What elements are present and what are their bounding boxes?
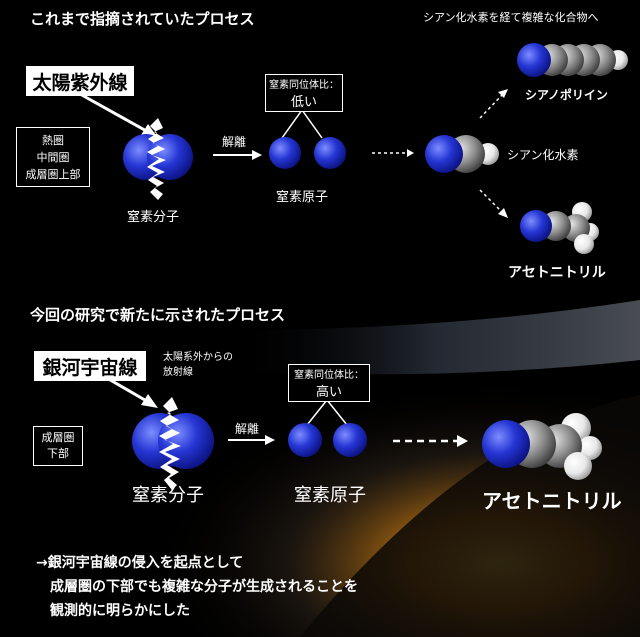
- product-acetonitrile-bottom: アセトニトリル: [482, 489, 622, 513]
- isotope-box-top: 窒素同位体比： 低い: [265, 74, 343, 112]
- top-heading: これまで指摘されていたプロセス: [30, 10, 255, 28]
- hcn-molecule: [425, 135, 499, 173]
- n-atom-top-2: [314, 137, 346, 169]
- via-text: シアン化水素を経て複雑な化合物へ: [423, 11, 599, 24]
- n2-molecule-top: [123, 118, 193, 200]
- uv-arrow: [79, 92, 151, 135]
- gcr-note: 太陽系外からの 放射線: [163, 352, 233, 378]
- n2-molecule-bottom: [132, 397, 214, 490]
- bottom-heading: 今回の研究で新たに示されたプロセス: [30, 306, 286, 324]
- dissociation-label-top: 解離: [222, 135, 247, 149]
- molecule-label-top: 窒素分子: [127, 210, 180, 225]
- conclusion-text: →銀河宇宙線の侵入を起点として 成層圏の下部でも複雑な分子が生成されることを 観…: [36, 555, 358, 619]
- n-atom-top-1: [269, 137, 301, 169]
- uv-label: 太陽紫外線: [26, 66, 134, 96]
- region-box-bottom: 成層圏 下部: [33, 426, 83, 466]
- product-hcn: シアン化水素: [507, 148, 579, 162]
- cyanopolyyne-molecule: [517, 43, 628, 77]
- dissociation-label-bottom: 解離: [235, 422, 260, 436]
- molecule-label-bottom: 窒素分子: [132, 485, 204, 506]
- n-atom-bottom-1: [288, 423, 322, 457]
- product-cyanopolyyne: シアノポリイン: [525, 88, 608, 102]
- acetonitrile-molecule-bottom: [482, 413, 602, 480]
- region-box-top: 熱圏 中間圏 成層圏上部: [16, 127, 90, 187]
- horizon-haze: [230, 300, 640, 375]
- product-acetonitrile-top: アセトニトリル: [508, 265, 606, 281]
- n-atom-bottom-2: [333, 423, 367, 457]
- acetonitrile-molecule-top: [520, 202, 599, 254]
- atoms-label-top: 窒素原子: [276, 190, 329, 205]
- atoms-label-bottom: 窒素原子: [294, 485, 366, 506]
- gcr-label: 銀河宇宙線: [34, 351, 146, 381]
- isotope-box-bottom: 窒素同位体比： 高い: [288, 364, 370, 402]
